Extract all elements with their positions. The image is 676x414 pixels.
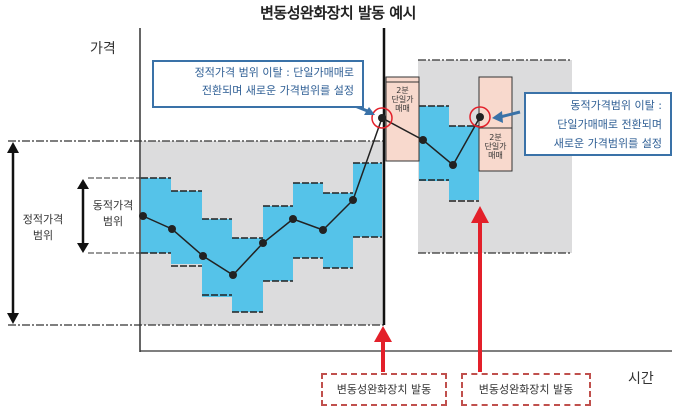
vi-trigger-label-1: 변동성완화장치 발동 [321,373,447,406]
dynamic-break-callout: 동적가격범위 이탈 : 단일가매매로 전환되며 새로운 가격범위를 설정 [524,92,672,156]
static-break-circle [371,107,393,129]
single-price-label-2: 2분 단일가 매매 [479,133,512,160]
dynamic-band-edges-right [419,105,479,202]
single-price-box-2 [478,76,513,172]
single-price-line3: 매매 [488,151,503,160]
single-price-line1: 2분 [396,86,409,95]
price-points [139,113,484,279]
trigger-arrow-1 [374,326,392,342]
callout-static-line1: 정적가격 범위 이탈 : 단일가매매로 [194,66,354,79]
dynamic-range-line2: 범위 [102,215,124,228]
callout-dynamic-line3: 새로운 가격범위를 설정 [553,137,662,150]
callout-static-line2: 전환되며 새로운 가격범위를 설정 [201,84,354,97]
single-price-line1: 2분 [489,133,502,142]
callout-arrow-static [364,107,375,115]
dynamic-band-edges-left [141,162,382,313]
static-range-line2: 범위 [32,229,54,242]
static-range-label: 정적가격 범위 [18,212,68,244]
dynamic-range-label: 동적가격 범위 [88,198,138,230]
dynamic-range-line1: 동적가격 [92,199,134,212]
diagram-title: 변동성완화장치 발동 예시 [260,4,416,22]
dynamic-band-right [419,106,479,200]
callout-arrow-dynamic [492,111,503,123]
price-line [142,116,481,276]
static-break-callout: 정적가격 범위 이탈 : 단일가매매로 전환되며 새로운 가격범위를 설정 [152,60,364,108]
dynamic-break-circle [469,106,491,128]
single-price-line2: 단일가 [391,95,414,104]
single-price-line3: 매매 [395,104,410,113]
vi-trigger-label-2: 변동성완화장치 발동 [461,373,591,406]
y-axis-label: 가격 [90,41,116,57]
static-range-line1: 정적가격 [22,213,64,226]
single-price-label-1: 2분 단일가 매매 [386,86,419,113]
callout-dynamic-line1: 동적가격범위 이탈 : [570,99,662,112]
single-price-line2: 단일가 [484,142,507,151]
trigger-arrow-2 [471,206,489,223]
static-range-lines [8,59,572,326]
x-axis-label: 시간 [628,371,654,387]
callout-dynamic-line2: 단일가매매로 전환되며 [557,118,662,131]
